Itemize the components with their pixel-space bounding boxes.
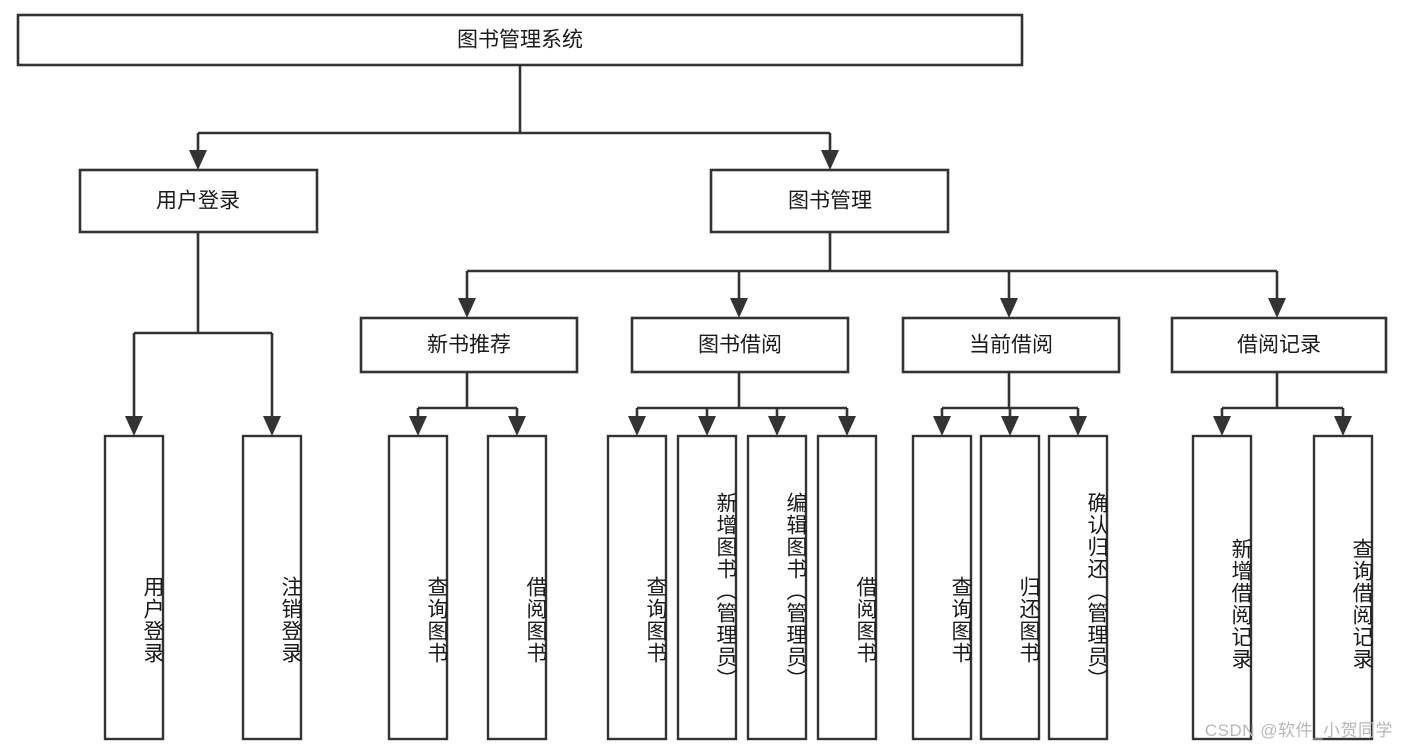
node-layer: 图书管理系统 用户登录 图书管理 新书推荐 图书借阅 当前借阅 借阅记录 bbox=[16, 13, 1388, 741]
node-leaf-query-book-2[interactable] bbox=[606, 434, 668, 741]
node-leaf-query-book-3[interactable] bbox=[911, 434, 973, 741]
node-leaf-add-book-admin[interactable] bbox=[676, 434, 738, 741]
arrow-bb-l4 bbox=[838, 416, 856, 436]
arrow-cb-l3 bbox=[1069, 416, 1087, 436]
node-root[interactable] bbox=[16, 13, 1024, 67]
arrow-root-to-book-manage bbox=[821, 150, 839, 170]
node-book-manage-label: 图书管理 bbox=[788, 190, 872, 213]
arrow-bb-l3 bbox=[768, 416, 786, 436]
arrow-bm-c3 bbox=[1000, 298, 1018, 318]
node-leaf-borrow-book-2[interactable] bbox=[816, 434, 878, 741]
node-user-login-label: 用户登录 bbox=[156, 190, 240, 213]
arrow-br-l1 bbox=[1213, 416, 1231, 436]
node-leaf-add-borrow-record[interactable] bbox=[1191, 434, 1253, 741]
arrow-bb-l1 bbox=[628, 416, 646, 436]
node-user-login[interactable] bbox=[78, 168, 319, 234]
arrow-cb-l1 bbox=[933, 416, 951, 436]
arrow-newbook-l2 bbox=[508, 416, 526, 436]
node-current-borrow[interactable] bbox=[901, 316, 1121, 374]
node-leaf-return-book[interactable] bbox=[979, 434, 1041, 741]
node-new-book-rec[interactable] bbox=[359, 316, 579, 374]
arrow-bm-c1 bbox=[458, 298, 476, 318]
arrow-bm-c4 bbox=[1268, 298, 1286, 318]
node-leaf-query-book-1[interactable] bbox=[387, 434, 449, 741]
node-book-manage[interactable] bbox=[709, 168, 950, 234]
node-leaf-query-borrow-record[interactable] bbox=[1312, 434, 1374, 741]
arrow-userlogin-l2 bbox=[263, 416, 281, 436]
arrow-bm-c2 bbox=[730, 298, 748, 318]
arrow-bb-l2 bbox=[698, 416, 716, 436]
node-book-borrow-label: 图书借阅 bbox=[698, 334, 782, 357]
node-leaf-edit-book-admin[interactable] bbox=[746, 434, 808, 741]
node-leaf-confirm-return-admin[interactable] bbox=[1047, 434, 1109, 741]
arrow-br-l2 bbox=[1334, 416, 1352, 436]
node-root-label: 图书管理系统 bbox=[457, 29, 583, 52]
node-current-borrow-label: 当前借阅 bbox=[969, 334, 1053, 357]
arrow-newbook-l1 bbox=[409, 416, 427, 436]
node-borrow-record[interactable] bbox=[1170, 316, 1388, 374]
node-borrow-record-label: 借阅记录 bbox=[1237, 334, 1321, 357]
node-book-borrow[interactable] bbox=[630, 316, 850, 374]
node-leaf-user-login[interactable] bbox=[103, 434, 165, 741]
node-leaf-logout[interactable] bbox=[241, 434, 303, 741]
arrow-root-to-user-login bbox=[189, 150, 207, 170]
arrow-userlogin-l1 bbox=[125, 416, 143, 436]
node-leaf-borrow-book-1[interactable] bbox=[486, 434, 548, 741]
arrow-cb-l2 bbox=[1001, 416, 1019, 436]
connector-layer bbox=[125, 65, 1352, 436]
csdn-watermark: CSDN @软件_小贺同学 bbox=[1204, 721, 1393, 740]
node-new-book-rec-label: 新书推荐 bbox=[427, 334, 511, 357]
